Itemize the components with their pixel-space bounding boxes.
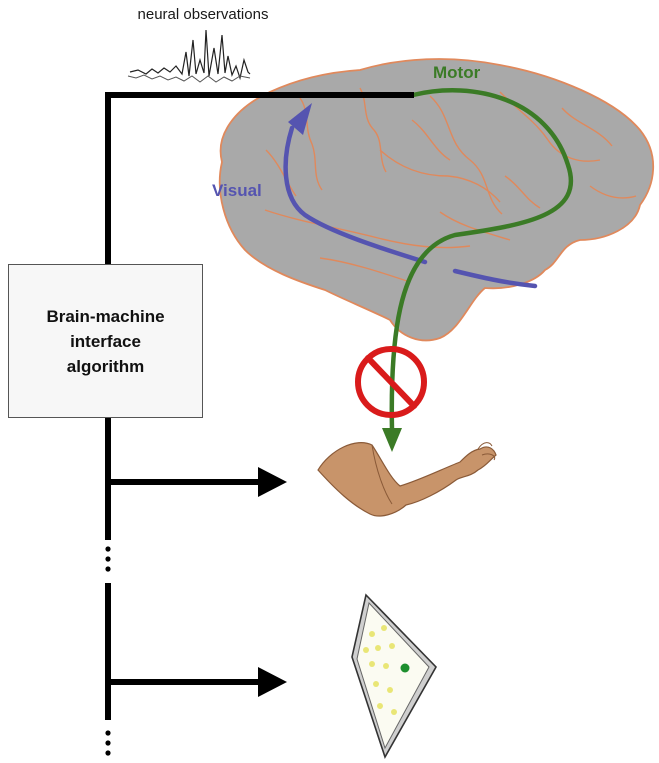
continuation-dots [105,546,111,756]
connector-lines [105,92,414,720]
visual-label: Visual [212,181,262,200]
arm-output-arrowhead [258,467,287,497]
no-entry-icon [355,346,427,418]
brain [218,58,655,342]
brain-outline [218,58,655,342]
motor-pathway [382,88,574,452]
bmi-algorithm-label: Brain-machine interface algorithm [46,306,165,376]
brain-sulci [264,87,637,283]
tablet-icon [351,593,437,759]
visual-arrowhead [288,103,312,135]
bmi-algorithm-box: Brain-machine interface algorithm [8,264,203,418]
observation-connector [105,92,414,264]
motor-label: Motor [433,63,481,82]
motor-arrowhead [382,428,402,452]
target-dot [400,663,410,673]
visual-pathway [283,103,538,289]
arm-icon [317,442,497,517]
tablet-output-arrowhead [258,667,287,697]
neural-spike-trace [127,29,251,83]
neural-observations-caption: neural observations [137,6,269,23]
